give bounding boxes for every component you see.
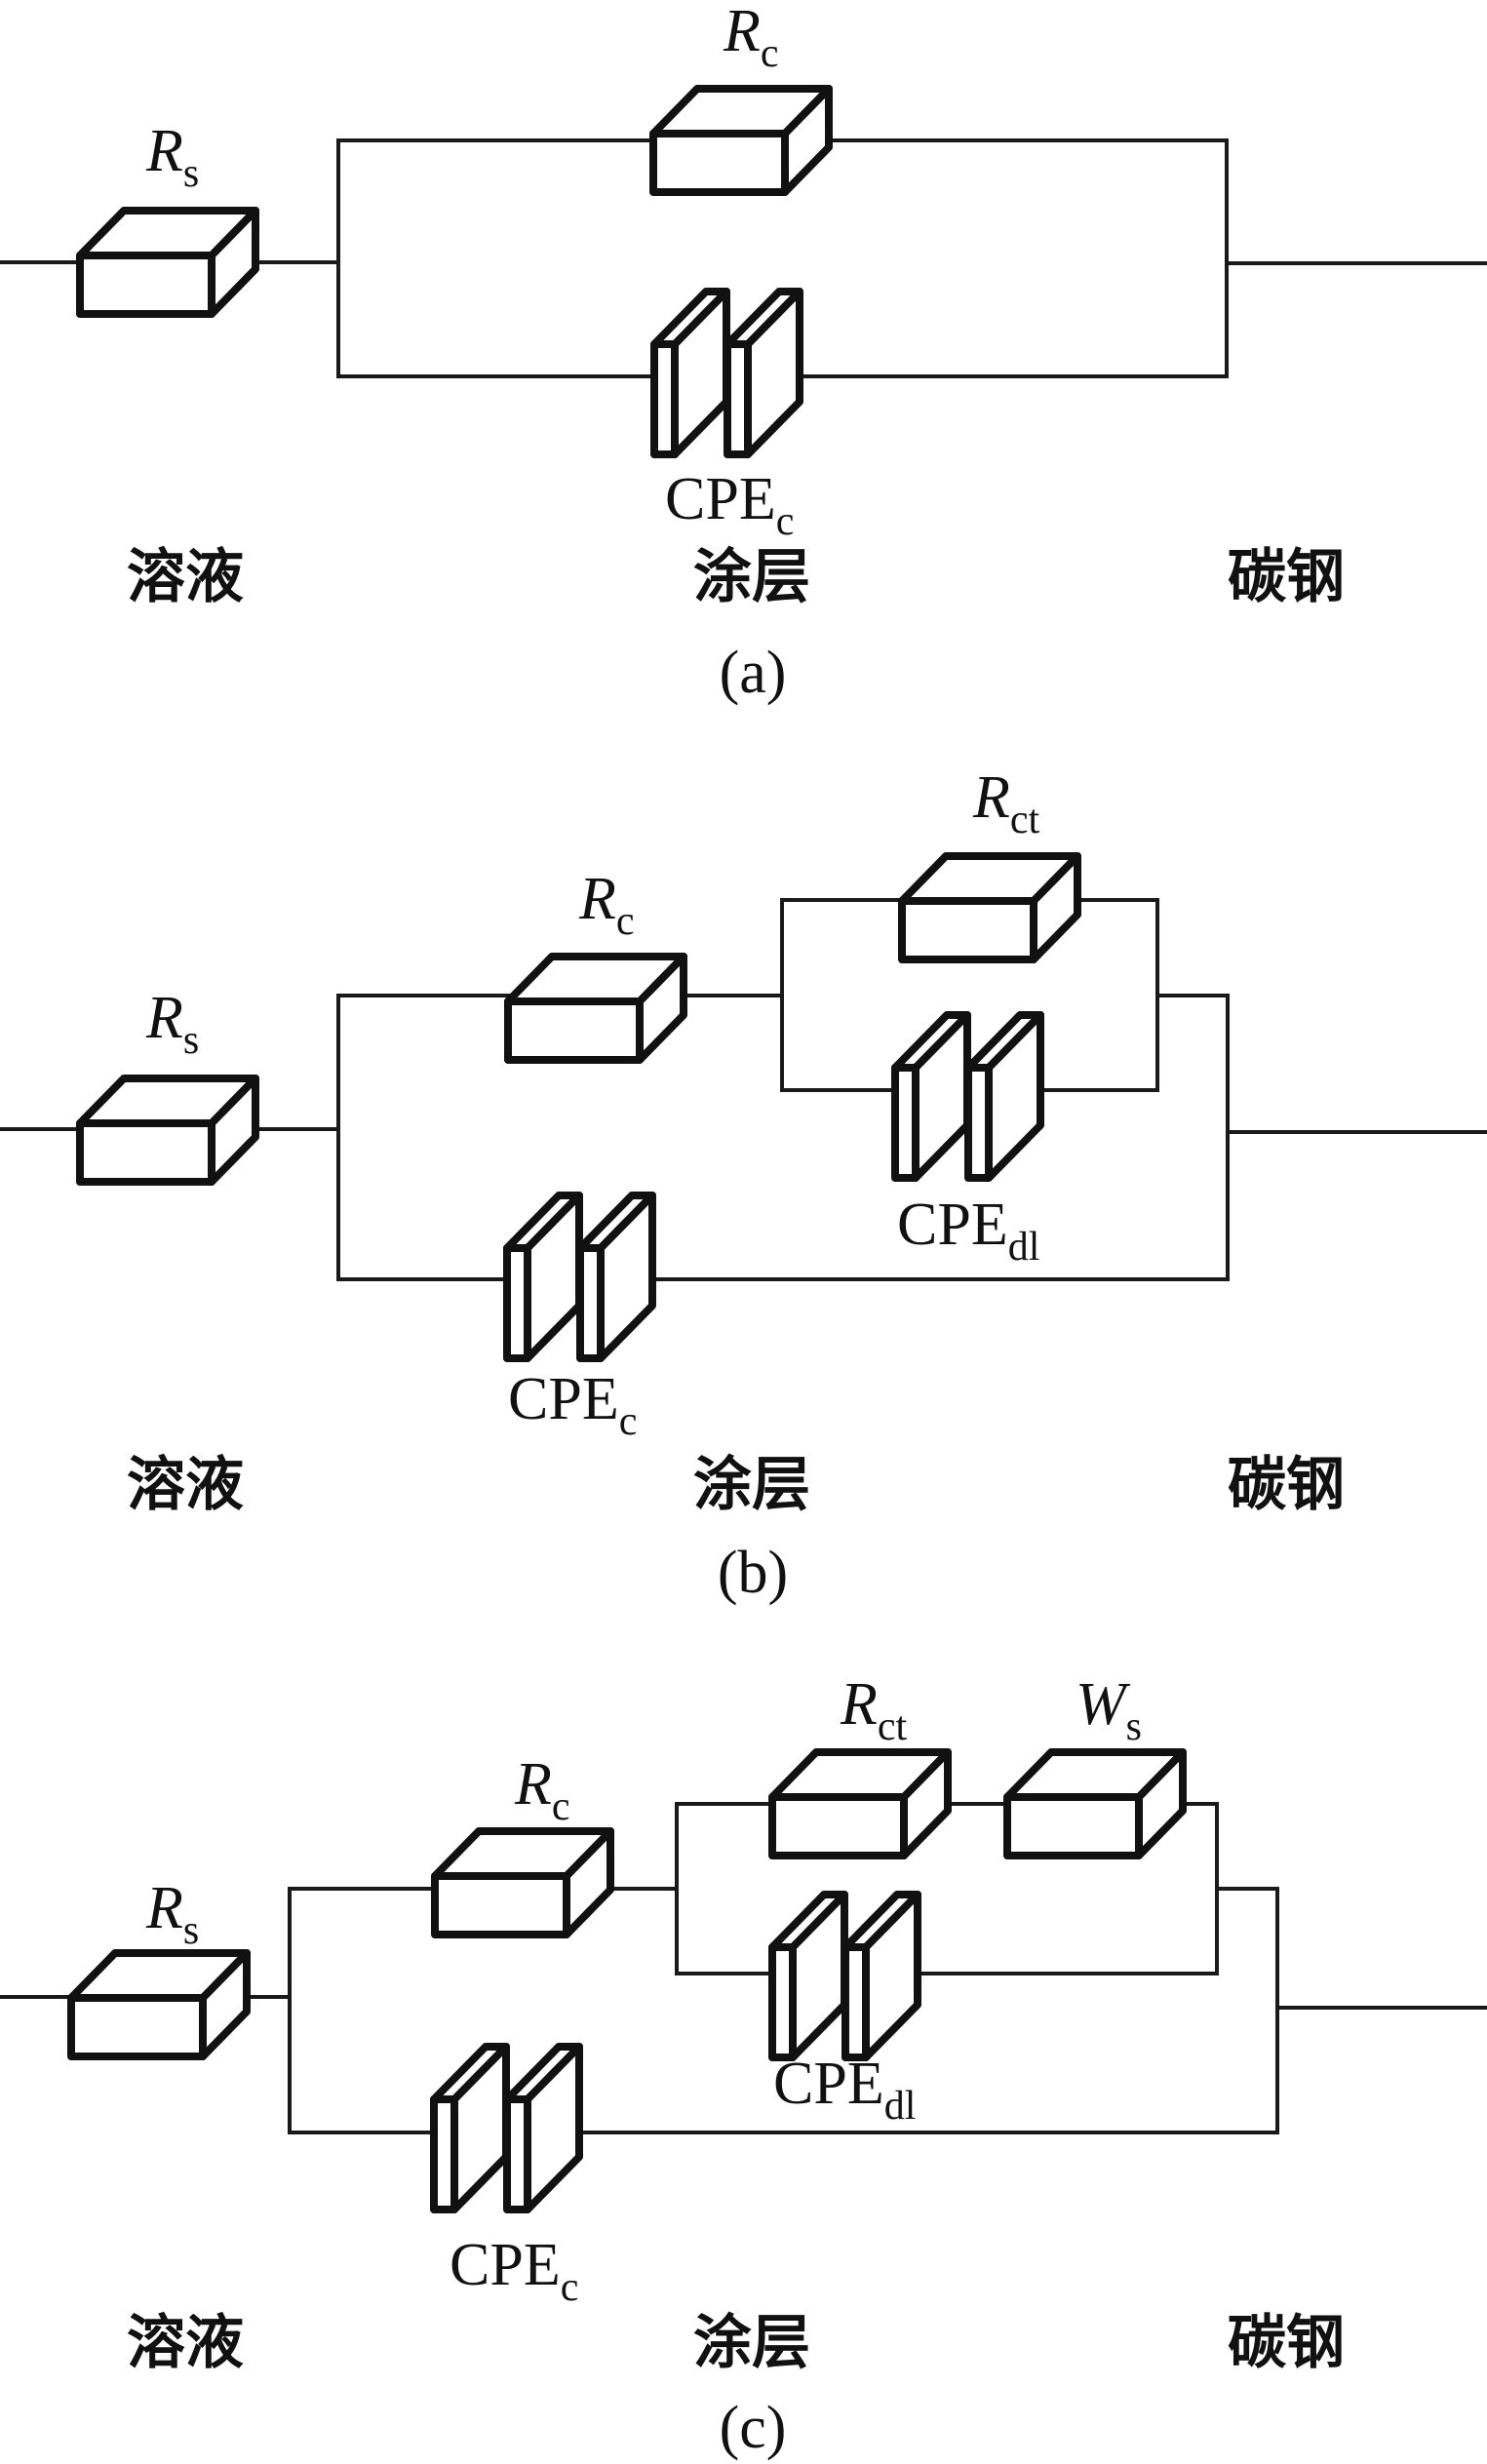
wire bbox=[827, 138, 1229, 378]
cpe-c-icon bbox=[503, 1192, 656, 1362]
panel-caption: (b) bbox=[718, 1540, 788, 1606]
layer-label-coating: 涂层 bbox=[693, 1451, 810, 1519]
layer-label-steel: 碳钢 bbox=[1228, 1451, 1345, 1519]
cpe-c-icon bbox=[430, 2043, 583, 2213]
subscript: s bbox=[183, 1908, 199, 1953]
subscript: ct bbox=[1010, 798, 1040, 842]
wire bbox=[1215, 1887, 1279, 2134]
symbol: CPE bbox=[450, 2232, 561, 2298]
rs-label: Rs bbox=[145, 985, 199, 1063]
cpe-c-label: CPEc bbox=[450, 2232, 578, 2310]
resistor-rc-icon bbox=[431, 1827, 614, 1938]
subscript: c bbox=[561, 2265, 579, 2310]
panel-caption: (a) bbox=[720, 640, 787, 706]
ws-label: Ws bbox=[1076, 1671, 1142, 1749]
subscript: c bbox=[776, 499, 795, 544]
layer-label-solution: 溶液 bbox=[127, 543, 244, 611]
rct-label: Rct bbox=[840, 1671, 908, 1749]
layer-label-steel: 碳钢 bbox=[1228, 2309, 1345, 2377]
layer-label-coating: 涂层 bbox=[693, 543, 810, 611]
symbol: R bbox=[972, 764, 1010, 831]
cpe-c-label: CPEc bbox=[508, 1366, 637, 1444]
subscript: s bbox=[183, 151, 199, 196]
resistor-rct-icon bbox=[768, 1748, 952, 1859]
subscript: s bbox=[1126, 1704, 1142, 1749]
symbol: R bbox=[723, 0, 761, 64]
rc-label: Rc bbox=[578, 866, 635, 944]
resistor-rc-icon bbox=[504, 953, 687, 1064]
rc-label: Rc bbox=[514, 1751, 570, 1829]
subscript: c bbox=[616, 899, 635, 944]
symbol: CPE bbox=[773, 2051, 884, 2117]
cpe-dl-label: CPEdl bbox=[897, 1192, 1039, 1270]
subscript: dl bbox=[884, 2084, 917, 2129]
layer-label-solution: 溶液 bbox=[127, 1451, 244, 1519]
subscript: c bbox=[761, 31, 779, 76]
symbol: R bbox=[145, 1875, 183, 1941]
wire bbox=[1180, 1802, 1219, 1975]
resistor-rs-icon bbox=[76, 1075, 259, 1186]
panel-caption: (c) bbox=[720, 2395, 787, 2461]
symbol: CPE bbox=[897, 1192, 1008, 1258]
cpe-dl-label: CPEdl bbox=[773, 2051, 916, 2129]
symbol: CPE bbox=[665, 466, 776, 532]
subscript: s bbox=[183, 1018, 199, 1063]
panel-b: RsRcRctCPEdlCPEc溶液涂层碳钢(b) bbox=[0, 764, 1487, 1606]
layer-label-steel: 碳钢 bbox=[1228, 543, 1345, 611]
panel-a: RsRcCPEc溶液涂层碳钢(a) bbox=[0, 0, 1487, 706]
resistor-rs-icon bbox=[67, 1949, 251, 2060]
warburg-ws-icon bbox=[1003, 1748, 1187, 1859]
wire bbox=[1076, 898, 1159, 1092]
symbol: R bbox=[514, 1751, 552, 1818]
subscript: c bbox=[552, 1784, 570, 1829]
subscript: dl bbox=[1008, 1225, 1040, 1270]
symbol: W bbox=[1076, 1671, 1131, 1738]
symbol: R bbox=[145, 118, 183, 184]
wire bbox=[1155, 994, 1230, 1281]
cpe-dl-icon bbox=[768, 1891, 921, 2061]
symbol: R bbox=[578, 866, 616, 932]
subscript: c bbox=[619, 1399, 638, 1444]
symbol: R bbox=[840, 1671, 878, 1738]
subscript: ct bbox=[878, 1704, 908, 1749]
rc-label: Rc bbox=[723, 0, 779, 76]
rct-label: Rct bbox=[972, 764, 1040, 842]
resistor-rct-icon bbox=[898, 852, 1081, 963]
rs-label: Rs bbox=[145, 118, 199, 196]
symbol: R bbox=[145, 985, 183, 1051]
cpe-c-icon bbox=[650, 288, 803, 458]
resistor-rc-icon bbox=[649, 85, 833, 196]
layer-label-coating: 涂层 bbox=[693, 2309, 810, 2377]
cpe-dl-icon bbox=[891, 1011, 1044, 1182]
rs-label: Rs bbox=[145, 1875, 199, 1953]
layer-label-solution: 溶液 bbox=[127, 2309, 244, 2377]
resistor-rs-icon bbox=[76, 207, 259, 318]
symbol: CPE bbox=[508, 1366, 619, 1432]
cpe-c-label: CPEc bbox=[665, 466, 794, 544]
